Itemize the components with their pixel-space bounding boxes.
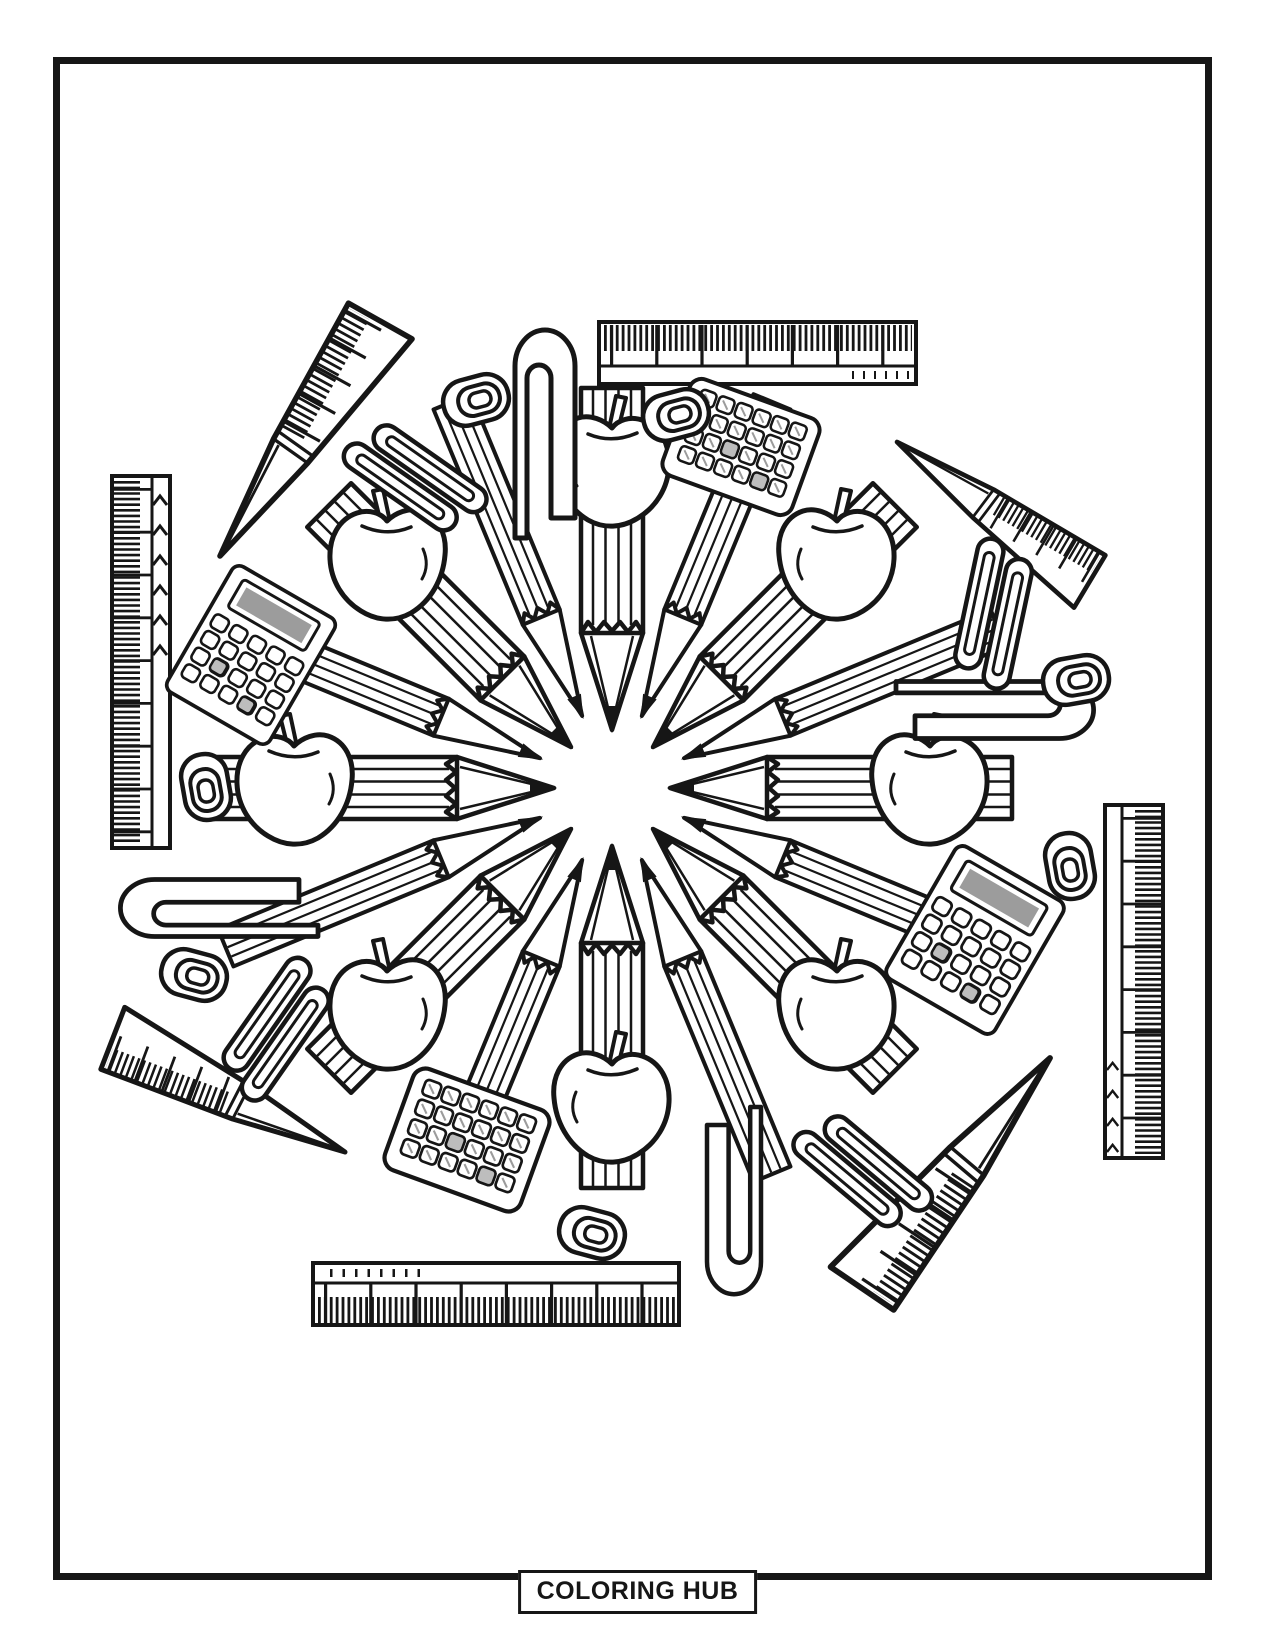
calculator-right — [883, 843, 1068, 1038]
footer-label: COLORING HUB — [517, 1570, 758, 1614]
pointed-ruler-bottom-left — [95, 1007, 358, 1185]
paperclip-small — [1040, 652, 1113, 709]
ruler-bottom — [311, 1261, 681, 1327]
pencil-mandala — [212, 388, 1012, 1188]
paperclip-small — [554, 1202, 630, 1264]
paperclip-large-top — [515, 330, 575, 538]
paperclip-small — [156, 944, 232, 1006]
ruler-top — [597, 320, 918, 386]
paperclip-small — [1042, 830, 1099, 903]
keypad-calculator-bottom — [381, 1065, 554, 1215]
apple — [554, 1032, 669, 1162]
ruler-left — [110, 474, 172, 850]
ruler-right — [1103, 803, 1165, 1160]
calculator-left — [163, 563, 338, 748]
paperclip-small — [438, 369, 514, 431]
footer-label-text: COLORING HUB — [536, 1577, 739, 1605]
